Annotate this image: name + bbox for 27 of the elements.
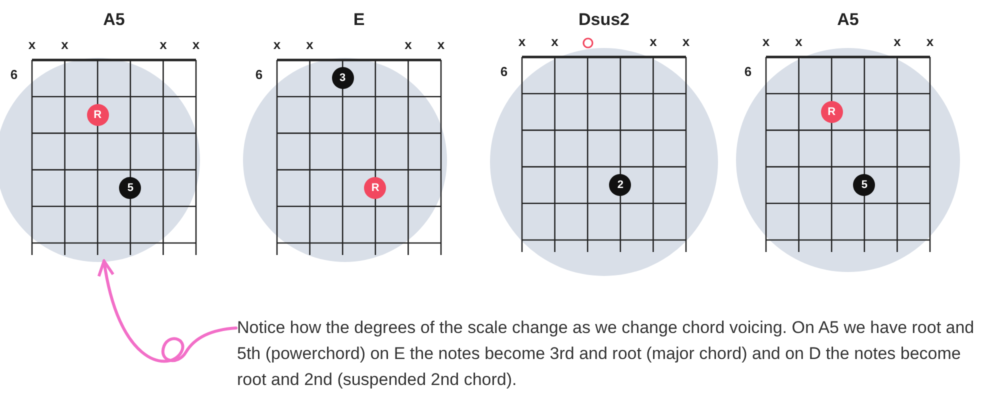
muted-string-mark: x (761, 35, 771, 49)
muted-string-mark: x (60, 38, 70, 52)
muted-string-mark: x (272, 38, 282, 52)
muted-string-mark: x (27, 38, 37, 52)
fret-number: 6 (499, 65, 509, 79)
open-string-icon (582, 37, 594, 49)
muted-string-mark: x (794, 35, 804, 49)
muted-string-mark: x (892, 35, 902, 49)
muted-string-mark: x (681, 35, 691, 49)
muted-string-mark: x (158, 38, 168, 52)
fret-number: 6 (9, 68, 19, 82)
chord-name: A5 (836, 10, 860, 30)
chord-name: Dsus2 (577, 10, 631, 30)
fret-number: 6 (743, 65, 753, 79)
note-text: Notice how the degrees of the scale change as we change chord voicing. On A5 we have root and 5th (powerchord) on E the notes become 3rd and root (major chord) and on D the notes become root and 2nd (suspended 2nd chord). (237, 315, 987, 393)
fret-number: 6 (254, 68, 264, 82)
muted-string-mark: x (191, 38, 201, 52)
muted-string-mark: x (404, 38, 413, 52)
curly-arrow (98, 260, 238, 363)
chord-name: E (352, 10, 366, 30)
chord-name: A5 (102, 10, 126, 30)
muted-string-mark: x (925, 35, 935, 49)
muted-string-mark: x (436, 38, 446, 52)
muted-string-mark: x (648, 35, 658, 49)
muted-string-mark: x (550, 35, 560, 49)
muted-string-mark: x (305, 38, 314, 52)
muted-string-mark: x (517, 35, 527, 49)
